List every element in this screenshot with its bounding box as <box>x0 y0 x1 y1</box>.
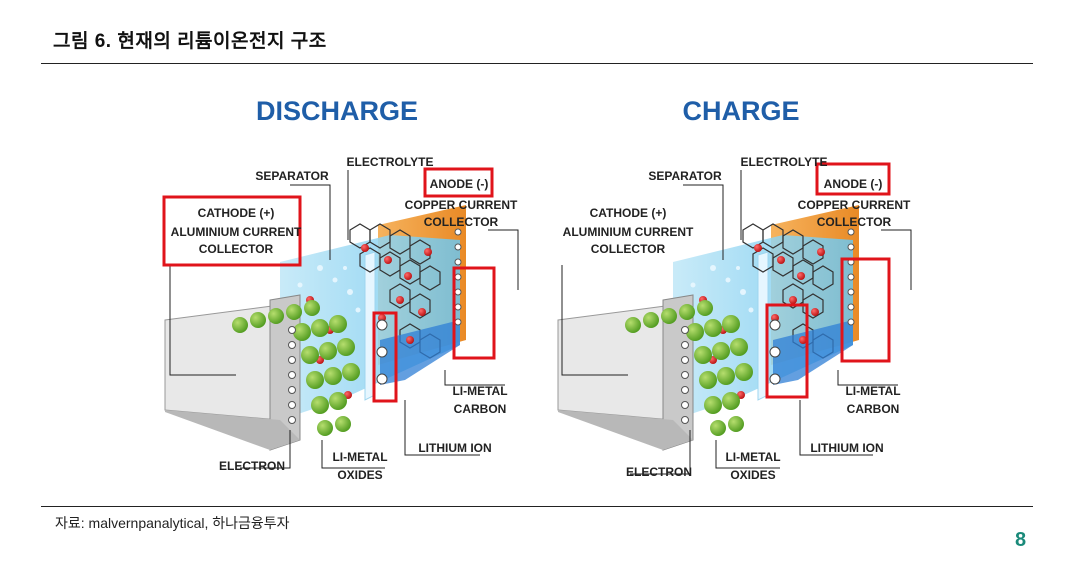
label-aluminium-line1: ALUMINIUM CURRENT <box>171 225 302 239</box>
panel-discharge: DISCHARGE SEPARATOR ELECTROLYTE ANODE (-… <box>162 96 519 482</box>
label-electrolyte: ELECTROLYTE <box>347 155 434 169</box>
label-copper-line1: COPPER CURRENT <box>405 198 518 212</box>
label-li-metal-oxides-line2: OXIDES <box>337 468 382 482</box>
label-li-metal-oxides-line2: OXIDES <box>730 468 775 482</box>
source-note: 자료: malvernpanalytical, 하나금융투자 <box>55 515 290 531</box>
page-number: 8 <box>1015 529 1027 551</box>
label-copper-line2: COLLECTOR <box>424 215 499 229</box>
label-separator: SEPARATOR <box>648 169 722 183</box>
label-anode: ANODE (-) <box>824 177 883 191</box>
label-li-metal-carbon-line2: CARBON <box>454 402 507 416</box>
label-electron: ELECTRON <box>219 459 285 473</box>
label-aluminium-line2: COLLECTOR <box>591 242 666 256</box>
label-copper-line1: COPPER CURRENT <box>798 198 911 212</box>
label-separator: SEPARATOR <box>255 169 329 183</box>
label-lithium-ion: LITHIUM ION <box>418 441 491 455</box>
label-cathode: CATHODE (+) <box>590 206 667 220</box>
label-li-metal-oxides-line1: LI-METAL <box>725 450 780 464</box>
panel-heading: CHARGE <box>682 96 799 126</box>
label-lithium-ion: LITHIUM ION <box>810 441 883 455</box>
label-li-metal-carbon-line2: CARBON <box>847 402 900 416</box>
figure-title: 그림 6. 현재의 리튬이온전지 구조 <box>53 31 327 52</box>
label-aluminium-line2: COLLECTOR <box>199 242 274 256</box>
label-copper-line2: COLLECTOR <box>817 215 892 229</box>
label-electron: ELECTRON <box>626 465 692 479</box>
panel-charge: CHARGE SEPARATOR ELECTROLYTE ANODE (-) C… <box>557 96 912 482</box>
panel-heading: DISCHARGE <box>256 96 418 126</box>
label-cathode: CATHODE (+) <box>198 206 275 220</box>
top-rule <box>41 63 1033 64</box>
bottom-rule <box>41 506 1033 507</box>
label-li-metal-carbon-line1: LI-METAL <box>845 384 900 398</box>
label-electrolyte: ELECTROLYTE <box>741 155 828 169</box>
label-li-metal-carbon-line1: LI-METAL <box>452 384 507 398</box>
label-anode: ANODE (-) <box>430 177 489 191</box>
label-li-metal-oxides-line1: LI-METAL <box>332 450 387 464</box>
label-aluminium-line1: ALUMINIUM CURRENT <box>563 225 694 239</box>
